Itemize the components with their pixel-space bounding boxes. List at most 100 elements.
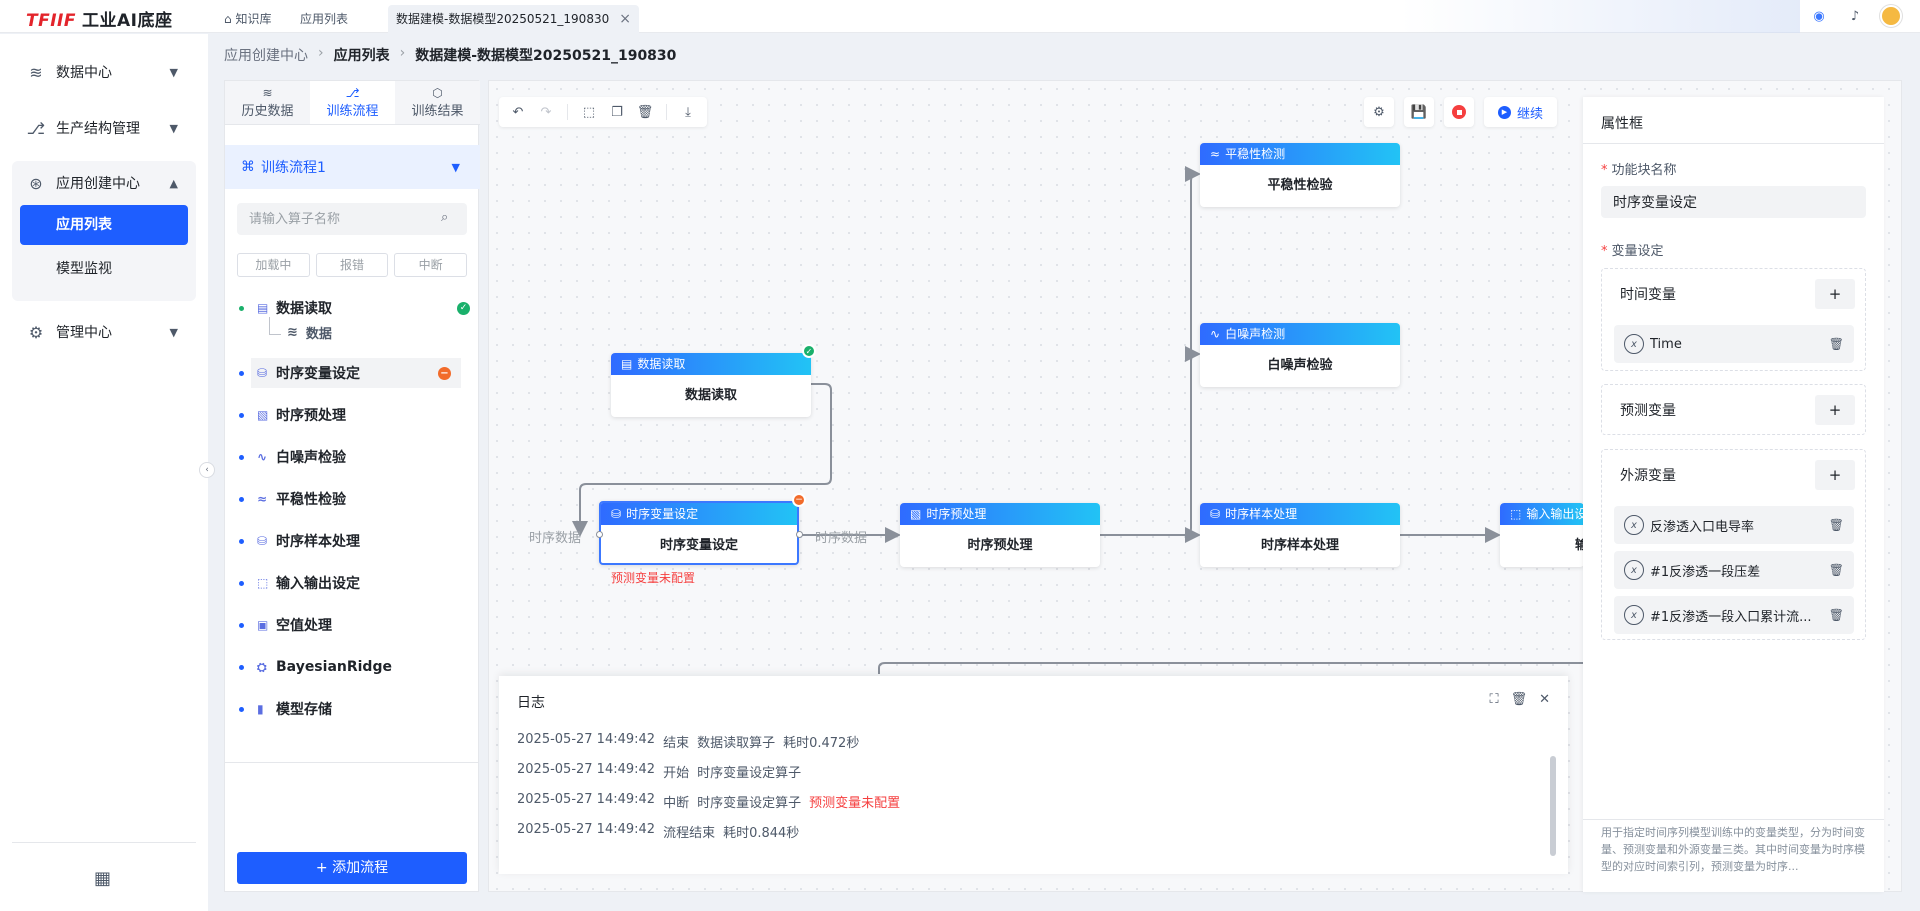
add-time-var-button[interactable]: + — [1815, 279, 1855, 309]
grid-menu-icon[interactable]: ▦ — [94, 868, 112, 889]
add-flow-button[interactable]: + 添加流程 — [237, 852, 467, 884]
tab-data-modeling[interactable]: 数据建模-数据模型20250521_190830× — [388, 5, 639, 33]
step-bayesian-ridge[interactable]: ⛭ BayesianRidge — [225, 652, 480, 682]
sidebar-item-production-structure[interactable]: ⎇ 生产结构管理 ▼ — [12, 106, 196, 150]
add-external-var-button[interactable]: + — [1815, 460, 1855, 490]
delete-icon[interactable]: 🗑 — [636, 104, 654, 120]
node-sample-process[interactable]: ⛁时序样本处理 时序样本处理 — [1200, 503, 1400, 567]
log-controls: ⛶ 🗑 ✕ — [1489, 692, 1550, 707]
tree-connector — [269, 317, 281, 335]
log-action: 流程结束 — [663, 826, 716, 841]
step-sample-process[interactable]: ⛁ 时序样本处理 — [225, 526, 480, 556]
avatar[interactable] — [1880, 5, 1902, 27]
close-icon[interactable]: ✕ — [1539, 692, 1550, 707]
download-icon[interactable]: ⤓ — [685, 104, 691, 120]
step-data-read[interactable]: ▤ 数据读取 ✓ ≋ 数据 — [225, 293, 480, 342]
step-timeseries-var[interactable]: ⛁ 时序变量设定 − — [239, 358, 461, 388]
interrupt-button[interactable]: 中断 — [394, 253, 468, 277]
operator-search-input[interactable] — [237, 203, 467, 235]
tab-training-result[interactable]: ⬡训练结果 — [395, 81, 480, 124]
var-item[interactable]: x #1反渗透一段入口累计流... 🗑 — [1614, 596, 1854, 634]
sidebar: ≋ 数据中心 ▼ ⎇ 生产结构管理 ▼ ⊛ 应用创建中心 ▲ 应用列表 模型监视… — [0, 34, 208, 911]
node-data-read[interactable]: ▤数据读取 数据读取 — [611, 353, 811, 417]
stop-button[interactable] — [1444, 97, 1474, 127]
log-error: 预测变量未配置 — [809, 796, 901, 811]
breadcrumb: 应用创建中心 › 应用列表 › 数据建模-数据模型20250521_190830 — [224, 45, 676, 65]
trash-icon[interactable]: 🗑 — [1828, 337, 1844, 351]
tab-training-flow[interactable]: ⎇训练流程 — [310, 81, 395, 124]
trash-icon[interactable]: 🗑 — [1828, 563, 1844, 577]
tab-app-list[interactable]: 应用列表 — [292, 5, 356, 33]
data-read-icon: ▤ — [621, 357, 633, 371]
step-dot — [239, 664, 244, 670]
flow-icon: ⎇ — [345, 86, 360, 100]
select-icon[interactable]: ⬚ — [582, 104, 596, 120]
flow-selector[interactable]: ⌘ 训练流程1 ▼ — [225, 145, 480, 189]
property-panel: 属性框 *功能块名称 *变量设定 时间变量 + x Time 🗑 预测变量 + … — [1583, 97, 1884, 892]
var-item[interactable]: x #1反渗透一段压差 🗑 — [1614, 551, 1854, 589]
robot-assistant-icon[interactable]: ◉ — [1813, 8, 1825, 24]
sidebar-item-app-center[interactable]: ⊛ 应用创建中心 ▲ — [12, 161, 196, 205]
node-stationarity[interactable]: ≈平稳性检测 平稳性检验 — [1200, 143, 1400, 207]
step-null-handling[interactable]: ▣ 空值处理 — [225, 610, 480, 640]
variable-x-icon: x — [1624, 605, 1644, 625]
node-timeseries-preprocess[interactable]: ▧时序预处理 时序预处理 — [900, 503, 1100, 567]
block-name-input[interactable] — [1601, 186, 1866, 218]
error-button[interactable]: 报错 — [315, 253, 389, 277]
settings-icon[interactable]: ⚙ — [1364, 97, 1394, 127]
var-item[interactable]: x Time 🗑 — [1614, 325, 1854, 363]
sample-icon: ⛁ — [257, 534, 268, 548]
chevron-down-icon: ▼ — [169, 65, 178, 79]
node-timeseries-var[interactable]: ⛁时序变量设定 时序变量设定 — [599, 501, 799, 565]
step-model-store[interactable]: ▮ 模型存储 — [225, 694, 480, 724]
sample-icon: ⛁ — [1210, 507, 1221, 521]
trash-icon[interactable]: 🗑 — [1828, 518, 1844, 532]
preprocess-icon: ▧ — [910, 507, 922, 521]
sidebar-subitem-app-list[interactable]: 应用列表 — [20, 205, 188, 245]
tab-knowledge-base[interactable]: ⌂ 知识库 — [216, 5, 279, 33]
node-io-setting[interactable]: ⬚输入输出设 输入 — [1500, 503, 1584, 567]
var-name: #1反渗透一段压差 — [1650, 564, 1761, 580]
tab-history-data[interactable]: ≋历史数据 — [225, 81, 310, 124]
flow-icon: ⌘ — [241, 159, 255, 175]
step-sub-item-data[interactable]: ≋ 数据 — [287, 323, 332, 342]
continue-button[interactable]: ▶ 继续 — [1484, 97, 1558, 127]
step-white-noise[interactable]: ∿ 白噪声检验 — [225, 442, 480, 472]
step-label: 模型存储 — [276, 702, 332, 718]
breadcrumb-item[interactable]: 应用创建中心 — [224, 48, 308, 64]
trash-icon[interactable]: 🗑 — [1828, 608, 1844, 622]
sidebar-item-data-center[interactable]: ≋ 数据中心 ▼ — [12, 50, 196, 94]
node-white-noise[interactable]: ∿白噪声检测 白噪声检验 — [1200, 323, 1400, 387]
output-port[interactable] — [796, 531, 803, 538]
search-icon[interactable]: ⌕ — [441, 210, 449, 225]
add-predict-var-button[interactable]: + — [1815, 395, 1855, 425]
close-icon[interactable]: × — [619, 11, 631, 27]
step-io-setting[interactable]: ⬚ 输入输出设定 — [225, 568, 480, 598]
sidebar-collapse-button[interactable]: ‹ — [199, 462, 215, 478]
copy-icon[interactable]: ❐ — [611, 104, 623, 120]
step-dot — [239, 538, 244, 544]
var-name: #1反渗透一段入口累计流... — [1650, 609, 1812, 625]
trash-icon[interactable]: 🗑 — [1510, 692, 1528, 707]
fullscreen-icon[interactable]: ⛶ — [1489, 692, 1499, 707]
step-timeseries-preprocess[interactable]: ▧ 时序预处理 — [225, 400, 480, 430]
chevron-up-icon: ▲ — [169, 176, 178, 190]
step-stationarity[interactable]: ≈ 平稳性检验 — [225, 484, 480, 514]
node-header: ▧时序预处理 — [900, 503, 1100, 525]
stationarity-icon: ≈ — [1210, 147, 1221, 161]
redo-icon[interactable]: ↷ — [540, 104, 552, 120]
loading-button[interactable]: 加载中 — [237, 253, 310, 277]
breadcrumb-item[interactable]: 应用列表 — [333, 48, 390, 64]
log-scrollbar[interactable] — [1550, 756, 1556, 856]
sidebar-subitem-model-monitor[interactable]: 模型监视 — [56, 261, 112, 277]
undo-icon[interactable]: ↶ — [512, 104, 524, 120]
var-item[interactable]: x 反渗透入口电导率 🗑 — [1614, 506, 1854, 544]
input-port[interactable] — [596, 531, 603, 538]
save-icon[interactable]: 💾 — [1404, 97, 1434, 127]
status-filter-buttons: 加载中 报错 中断 — [237, 253, 468, 277]
sidebar-item-management[interactable]: ⚙ 管理中心 ▼ — [12, 310, 196, 354]
bell-icon[interactable]: ♪ — [1850, 8, 1860, 24]
step-label: 输入输出设定 — [276, 576, 360, 592]
